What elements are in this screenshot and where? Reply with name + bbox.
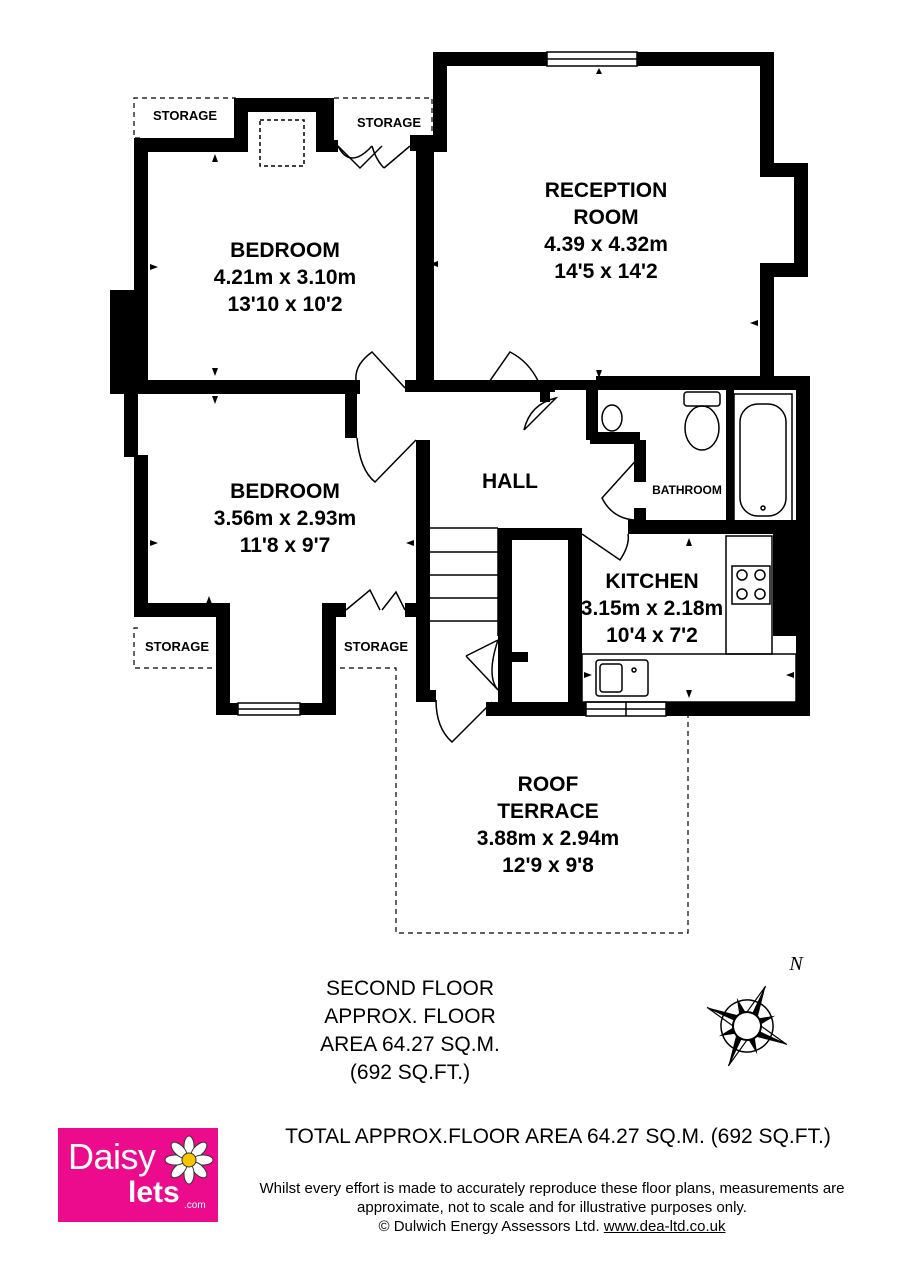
storage-label-top-right: STORAGE [357,115,421,130]
disclaimer-line2: approximate, not to scale and for illust… [357,1199,747,1216]
fixtures [259,119,797,703]
stairs [430,527,528,666]
terrace-name-line2: TERRACE [497,800,599,823]
room-bedroom-2: BEDROOM 3.56m x 2.93m 11'8 x 9'7 [214,480,356,557]
logo-word-lets: lets [128,1176,180,1209]
compass-north-label: N [788,953,804,975]
disclaimer: Whilst every effort is made to accuratel… [232,1179,872,1236]
bedroom-1-imperial: 13'10 x 10'2 [227,293,342,316]
storage-label-bottom-left: STORAGE [145,639,209,654]
bedroom-2-name: BEDROOM [230,480,340,503]
reception-name-line2: ROOM [573,206,638,229]
floor-info-line4: (692 SQ.FT.) [349,1061,471,1084]
dea-website-link[interactable]: www.dea-ltd.co.uk [603,1218,726,1235]
room-kitchen: KITCHEN 3.15m x 2.18m 10'4 x 7'2 [581,570,723,647]
bedroom-2-metric: 3.56m x 2.93m [214,507,356,530]
reception-name-line1: RECEPTION [545,179,668,202]
logo-suffix: .com [184,1200,206,1211]
bedroom-1-name: BEDROOM [230,239,340,262]
reception-imperial: 14'5 x 14'2 [554,260,657,283]
floor-info-line1: SECOND FLOOR [325,977,495,1000]
daisy-lets-logo: Daisy lets .com [58,1128,218,1222]
terrace-imperial: 12'9 x 9'8 [502,854,594,877]
disclaimer-line3: © Dulwich Energy Assessors Ltd. www.dea-… [232,1217,872,1236]
hall-name: HALL [482,470,538,493]
bathroom-name: BATHROOM [652,483,722,497]
walls [110,52,810,716]
room-roof-terrace: ROOF TERRACE 3.88m x 2.94m 12'9 x 9'8 [477,773,619,877]
storage-label-bottom-right: STORAGE [344,639,408,654]
disclaimer-line1: Whilst every effort is made to accuratel… [259,1180,845,1197]
reception-metric: 4.39 x 4.32m [544,233,668,256]
room-reception: RECEPTION ROOM 4.39 x 4.32m 14'5 x 14'2 [544,179,668,283]
kitchen-name: KITCHEN [605,570,698,593]
logo-word-daisy: Daisy [68,1136,156,1177]
floor-info-line2: APPROX. FLOOR [324,1005,496,1028]
storage-label-top-left: STORAGE [153,108,217,123]
terrace-metric: 3.88m x 2.94m [477,827,619,850]
floor-info-line3: AREA 64.27 SQ.M. [320,1033,500,1056]
copyright-text: © Dulwich Energy Assessors Ltd. [378,1218,604,1235]
bedroom-2-imperial: 11'8 x 9'7 [240,534,331,557]
windows [237,51,667,717]
room-bedroom-1: BEDROOM 4.21m x 3.10m 13'10 x 10'2 [214,239,356,316]
kitchen-imperial: 10'4 x 7'2 [606,624,698,647]
kitchen-metric: 3.15m x 2.18m [581,597,723,620]
floor-info: SECOND FLOOR APPROX. FLOOR AREA 64.27 SQ… [290,975,530,1087]
bedroom-1-metric: 4.21m x 3.10m [214,266,356,289]
daisy-flower-icon [164,1135,214,1185]
dimension-arrows [150,68,794,698]
total-floor-area: TOTAL APPROX.FLOOR AREA 64.27 SQ.M. (692… [285,1125,831,1148]
floor-plan: BEDROOM 4.21m x 3.10m 13'10 x 10'2 RECEP… [110,51,810,934]
terrace-name-line1: ROOF [518,773,579,796]
compass-rose-icon: N [706,953,804,1067]
doors [337,145,641,744]
